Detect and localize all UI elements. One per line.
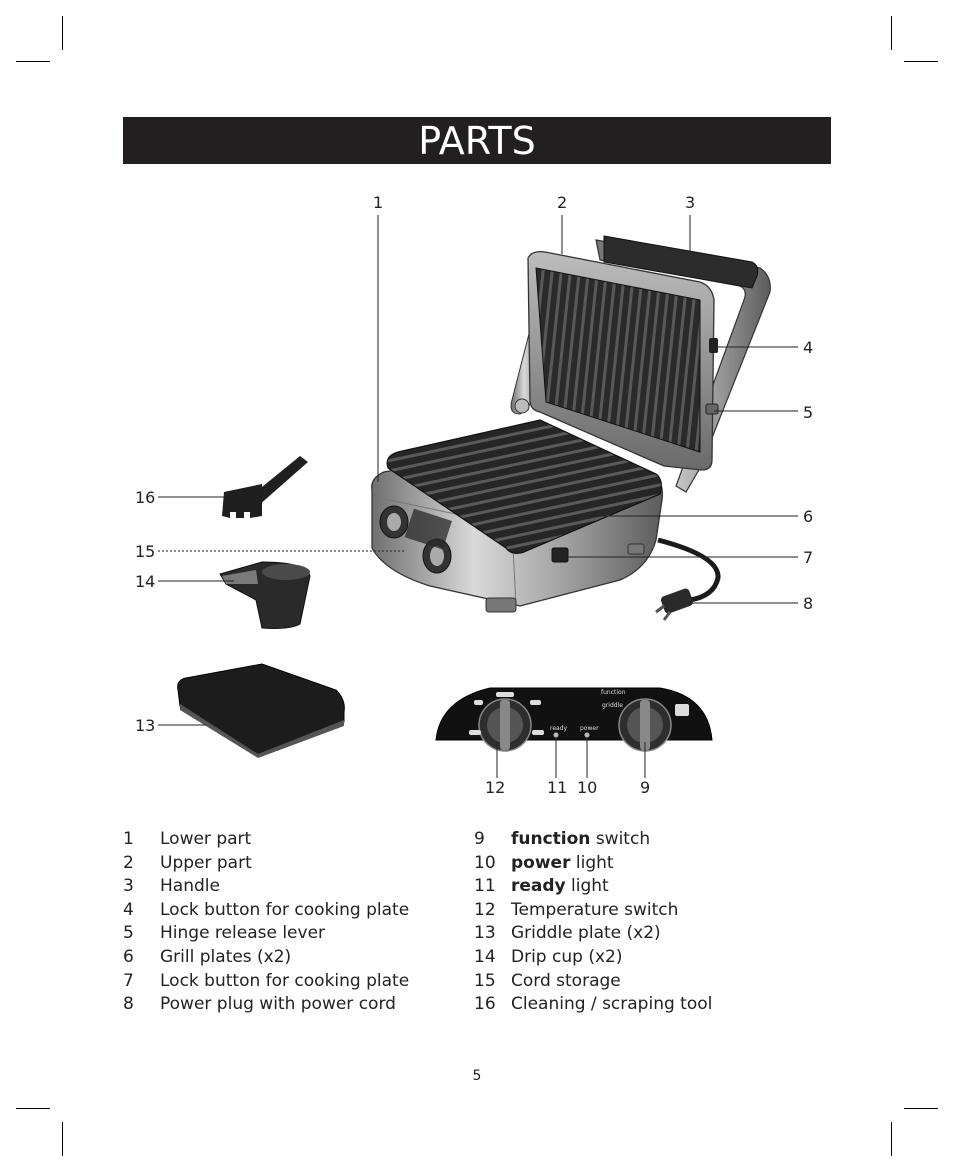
crop-mark: [16, 1108, 50, 1109]
callout-1: 1: [373, 193, 383, 212]
leader-lines: [158, 215, 798, 778]
ready-label: ready: [550, 725, 568, 732]
callout-8: 8: [803, 594, 813, 613]
callout-10: 10: [577, 778, 597, 797]
callout-12: 12: [485, 778, 505, 797]
callout-9: 9: [640, 778, 650, 797]
upper-grill-plate: [535, 267, 701, 453]
crop-mark: [16, 61, 50, 62]
power-light: [584, 732, 590, 738]
callout-3: 3: [685, 193, 695, 212]
lower-grill-plate: [386, 419, 662, 554]
griddle-label: griddle: [602, 702, 623, 709]
callout-6: 6: [803, 507, 813, 526]
parts-diagram: function ready power griddle 1 2 3 4 5 6…: [135, 193, 813, 797]
function-label: function: [601, 689, 626, 696]
cleaning-scraping-tool: [222, 456, 308, 518]
power-cord: [657, 537, 721, 603]
callout-13: 13: [135, 716, 155, 735]
handle-grip: [603, 235, 759, 289]
crop-mark: [62, 1122, 63, 1156]
callout-4: 4: [803, 338, 813, 357]
callout-14: 14: [135, 572, 155, 591]
lock-button-upper: [709, 338, 718, 353]
crop-mark: [891, 1122, 892, 1156]
power-plug: [655, 588, 694, 621]
callout-5: 5: [803, 403, 813, 422]
griddle-plate-illustration: [177, 663, 345, 758]
crop-mark: [904, 61, 938, 62]
hinge-release-lever: [705, 403, 719, 415]
callout-15: 15: [135, 542, 155, 561]
grill-illustration: [371, 235, 771, 621]
power-label: power: [580, 725, 599, 732]
lock-button-lower: [551, 547, 569, 563]
control-panel-detail: function ready power griddle: [435, 687, 713, 752]
page-number: 5: [472, 1068, 482, 1084]
callout-2: 2: [557, 193, 567, 212]
callout-16: 16: [135, 488, 155, 507]
drip-cup: [219, 561, 311, 629]
section-banner: PARTS: [123, 117, 831, 164]
callout-7: 7: [803, 548, 813, 567]
crop-mark: [904, 1108, 938, 1109]
page-title: PARTS: [418, 118, 536, 163]
handle: [595, 239, 771, 493]
callout-11: 11: [547, 778, 567, 797]
ready-light: [553, 732, 559, 738]
crop-mark: [891, 16, 892, 50]
crop-mark: [62, 16, 63, 50]
